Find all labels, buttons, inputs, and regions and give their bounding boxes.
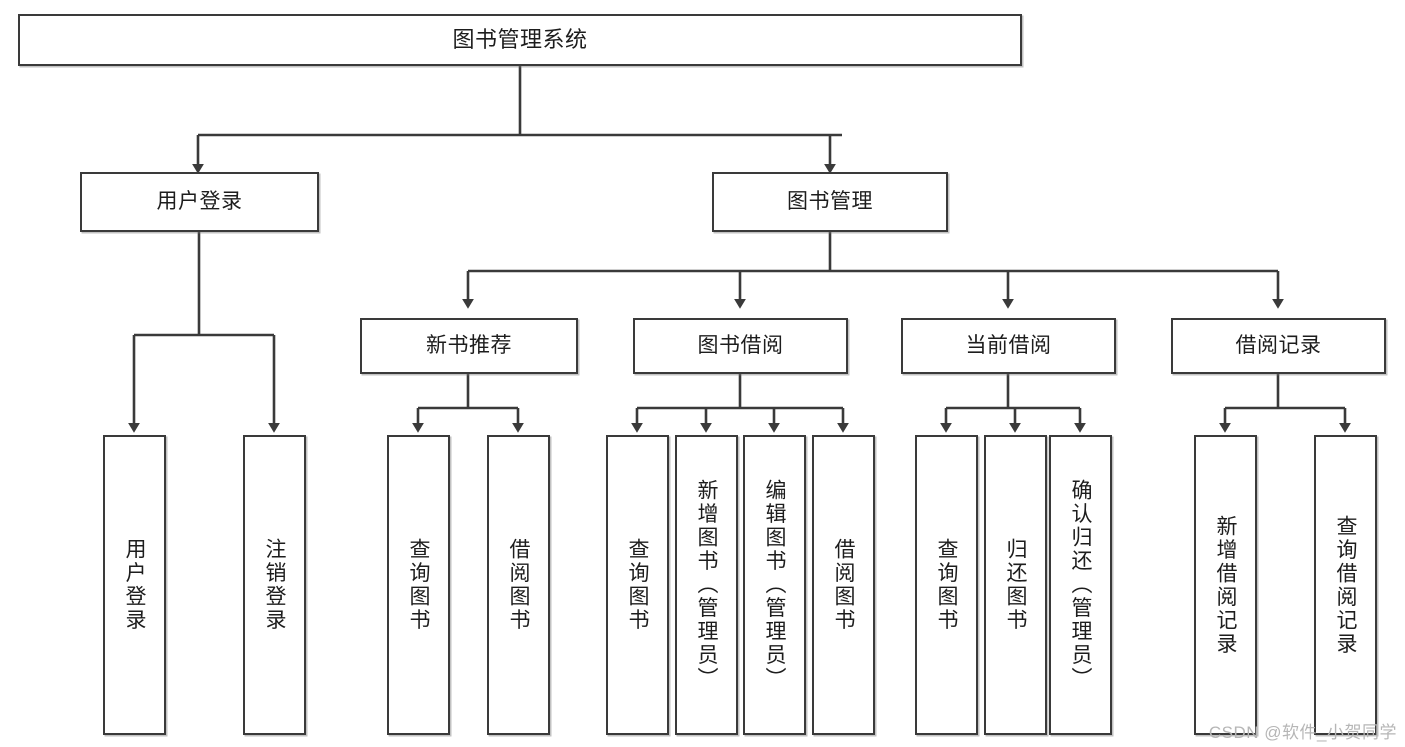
leaf-user-login-logout[interactable]: 注销登录 — [243, 435, 306, 735]
node-label: 用户登录 — [156, 190, 243, 214]
node-label: 查询图书 — [626, 538, 649, 632]
node-label: 借阅图书 — [832, 538, 855, 632]
leaf-current-borrow-confirm-return-admin[interactable]: 确认归还（管理员） — [1049, 435, 1112, 735]
node-label: 查询图书 — [935, 538, 958, 632]
node-label: 新增图书（管理员） — [695, 479, 718, 691]
leaf-book-borrow-add-book-admin[interactable]: 新增图书（管理员） — [675, 435, 738, 735]
node-label: 新增借阅记录 — [1214, 514, 1237, 656]
node-label: 确认归还（管理员） — [1069, 479, 1092, 691]
node-label: 借阅图书 — [507, 538, 530, 632]
node-label: 查询图书 — [407, 538, 430, 632]
leaf-new-book-borrow-book[interactable]: 借阅图书 — [487, 435, 550, 735]
node-current-borrow[interactable]: 当前借阅 — [901, 318, 1116, 374]
node-book-management[interactable]: 图书管理 — [712, 172, 948, 232]
node-label: 借阅记录 — [1235, 334, 1322, 358]
node-borrow-record[interactable]: 借阅记录 — [1171, 318, 1386, 374]
node-label: 图书借阅 — [697, 334, 784, 358]
node-label: 新书推荐 — [426, 334, 512, 358]
leaf-current-borrow-return-book[interactable]: 归还图书 — [984, 435, 1047, 735]
node-label: 查询借阅记录 — [1334, 514, 1357, 656]
leaf-new-book-query-book[interactable]: 查询图书 — [387, 435, 450, 735]
node-label: 图书管理系统 — [452, 26, 588, 52]
leaf-book-borrow-query-book[interactable]: 查询图书 — [606, 435, 669, 735]
node-label: 用户登录 — [123, 538, 146, 632]
leaf-borrow-record-query-record[interactable]: 查询借阅记录 — [1314, 435, 1377, 735]
node-label: 编辑图书（管理员） — [763, 479, 786, 691]
csdn-watermark: CSDN @软件_小贺同学 — [1208, 723, 1397, 742]
node-new-book-recommend[interactable]: 新书推荐 — [360, 318, 578, 374]
node-user-login[interactable]: 用户登录 — [80, 172, 319, 232]
leaf-borrow-record-add-record[interactable]: 新增借阅记录 — [1194, 435, 1257, 735]
node-label: 图书管理 — [787, 190, 873, 214]
node-book-borrow[interactable]: 图书借阅 — [633, 318, 848, 374]
node-label: 注销登录 — [263, 538, 286, 632]
node-label: 当前借阅 — [965, 334, 1052, 358]
leaf-user-login-login[interactable]: 用户登录 — [103, 435, 166, 735]
node-label: 归还图书 — [1004, 538, 1027, 632]
leaf-current-borrow-query-book[interactable]: 查询图书 — [915, 435, 978, 735]
node-root-book-management-system[interactable]: 图书管理系统 — [18, 14, 1022, 66]
leaf-book-borrow-borrow-book[interactable]: 借阅图书 — [812, 435, 875, 735]
leaf-book-borrow-edit-book-admin[interactable]: 编辑图书（管理员） — [743, 435, 806, 735]
